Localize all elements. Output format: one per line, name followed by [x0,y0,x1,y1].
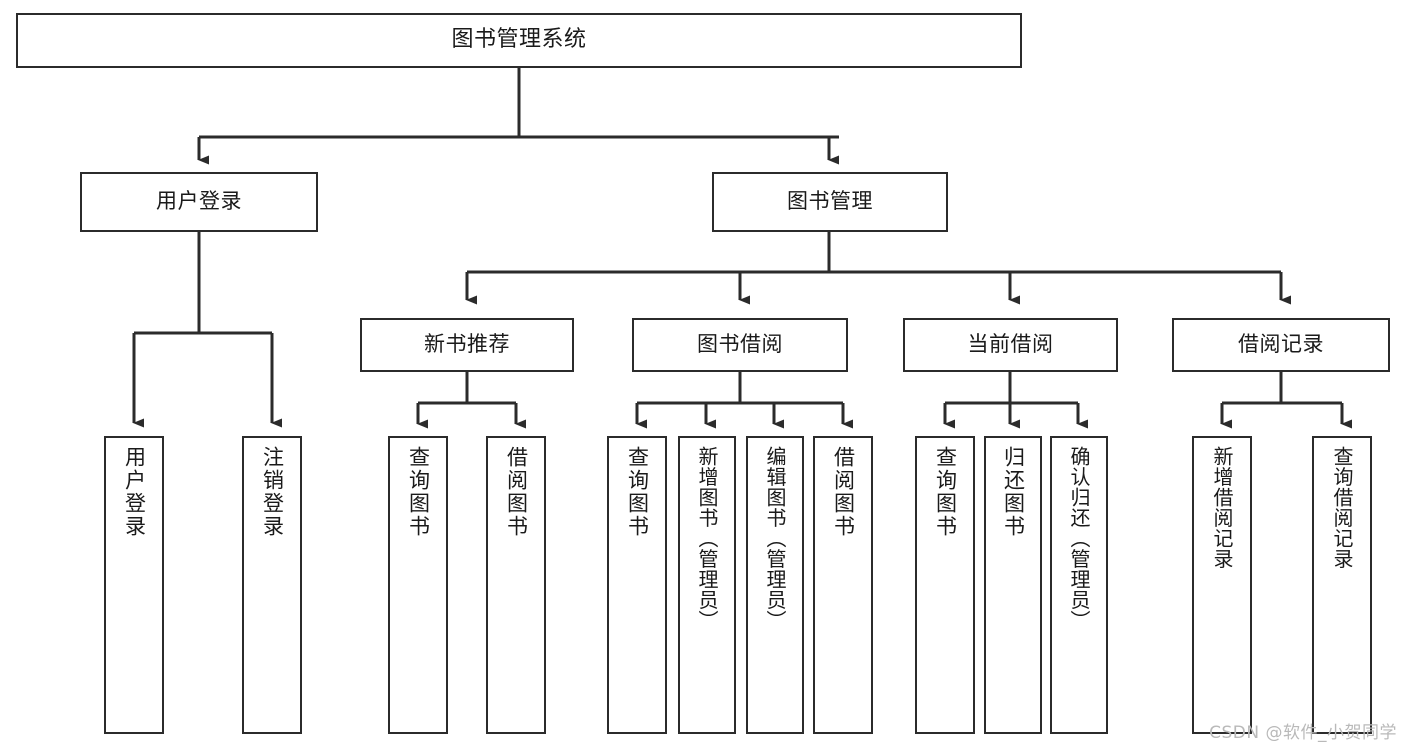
node-label: 用户登录 [122,446,147,538]
leaf-borrow-book-recommend[interactable]: 借阅图书 [486,436,546,734]
node-label: 编辑图书（管理员） [763,446,787,631]
node-label: 图书借阅 [697,332,783,357]
node-user-login[interactable]: 用户登录 [80,172,318,232]
node-label: 图书管理系统 [451,27,587,53]
leaf-query-borrow-record[interactable]: 查询借阅记录 [1312,436,1372,734]
node-label: 查询借阅记录 [1330,446,1354,569]
node-book-management[interactable]: 图书管理 [712,172,948,232]
leaf-add-borrow-record[interactable]: 新增借阅记录 [1192,436,1252,734]
node-label: 查询图书 [933,446,958,538]
leaf-query-book-current[interactable]: 查询图书 [915,436,975,734]
node-label: 归还图书 [1001,446,1026,538]
node-label: 查询图书 [625,446,650,538]
leaf-return-book[interactable]: 归还图书 [984,436,1042,734]
leaf-edit-book-admin[interactable]: 编辑图书（管理员） [746,436,804,734]
node-label: 借阅记录 [1238,332,1324,357]
leaf-confirm-return-admin[interactable]: 确认归还（管理员） [1050,436,1108,734]
leaf-add-book-admin[interactable]: 新增图书（管理员） [678,436,736,734]
node-label: 当前借阅 [967,332,1054,357]
node-label: 借阅图书 [504,446,529,538]
node-label: 注销登录 [260,446,285,538]
node-label: 借阅图书 [831,446,856,538]
watermark-text: CSDN @软件_小贺同学 [1209,723,1397,743]
node-borrow-record[interactable]: 借阅记录 [1172,318,1390,372]
leaf-borrow-book-borrow[interactable]: 借阅图书 [813,436,873,734]
node-new-book-recommend[interactable]: 新书推荐 [360,318,574,372]
node-label: 用户登录 [156,189,242,214]
node-root-book-management-system[interactable]: 图书管理系统 [16,13,1022,68]
node-label: 新增借阅记录 [1210,446,1234,569]
leaf-user-login[interactable]: 用户登录 [104,436,164,734]
leaf-query-book-recommend[interactable]: 查询图书 [388,436,448,734]
node-label: 查询图书 [406,446,431,538]
node-label: 新书推荐 [424,332,510,357]
node-book-borrow[interactable]: 图书借阅 [632,318,848,372]
node-label: 新增图书（管理员） [695,446,719,631]
leaf-logout-login[interactable]: 注销登录 [242,436,302,734]
node-label: 图书管理 [787,189,873,214]
leaf-query-book-borrow[interactable]: 查询图书 [607,436,667,734]
node-label: 确认归还（管理员） [1067,446,1091,631]
node-current-borrow[interactable]: 当前借阅 [903,318,1118,372]
